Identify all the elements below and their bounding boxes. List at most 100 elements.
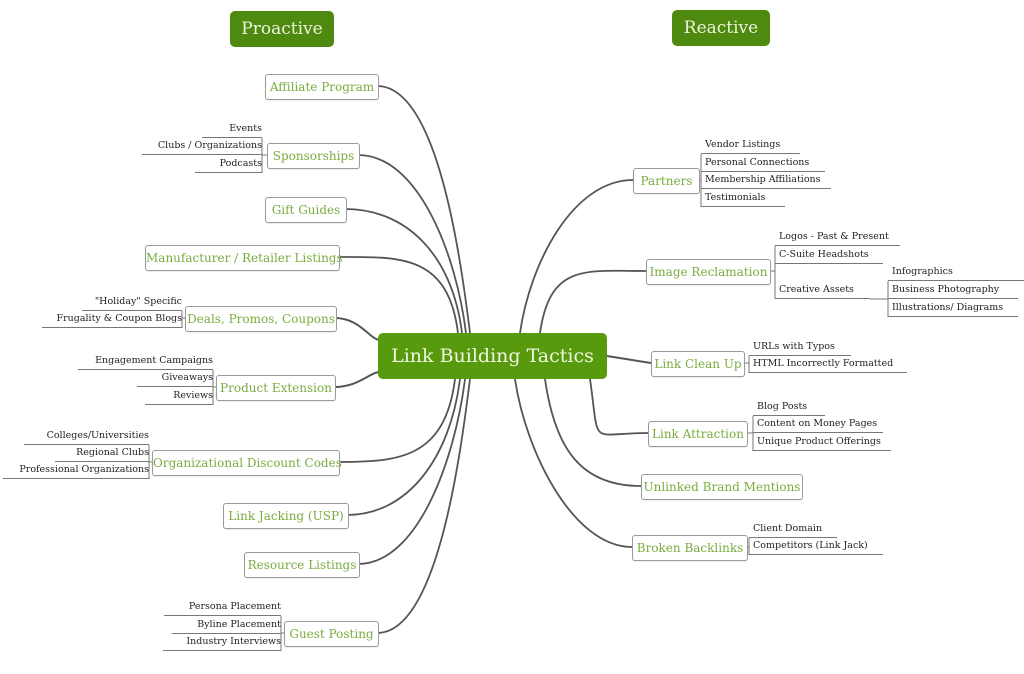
connector [539, 269, 647, 334]
branch-unlinked-brand-mentions[interactable]: Unlinked Brand Mentions [641, 474, 803, 500]
leaf-label: Infographics [892, 266, 953, 277]
branch-gift-guides[interactable]: Gift Guides [265, 197, 347, 223]
leaf-unique-product-offerings[interactable]: Unique Product Offerings [753, 434, 895, 451]
leaf-label: Professional Organizations [19, 464, 149, 475]
leaf-label: Reviews [173, 390, 213, 401]
leaf-business-photography[interactable]: Business Photography [888, 282, 1022, 299]
leaf-label: "Holiday" Specific [94, 296, 182, 307]
leaf-underline [775, 263, 883, 264]
leaf-logos-past-present[interactable]: Logos - Past & Present [775, 229, 904, 246]
leaf-underline [82, 310, 182, 311]
leaf-persona-placement[interactable]: Persona Placement [164, 599, 285, 616]
leaf-underline [137, 386, 213, 387]
leaf-giveaways[interactable]: Giveaways [137, 370, 217, 387]
leaf-label: Industry Interviews [186, 636, 281, 647]
branch-image-reclamation[interactable]: Image Reclamation [646, 259, 771, 285]
leaf-html-incorrectly-formatted[interactable]: HTML Incorrectly Formatted [749, 356, 911, 373]
leaf-frugality-coupon-blogs[interactable]: Frugality & Coupon Blogs [42, 311, 186, 328]
connector [544, 378, 642, 487]
leaf-byline-placement[interactable]: Byline Placement [172, 617, 285, 634]
leaf-c-suite-headshots[interactable]: C-Suite Headshots [775, 247, 887, 264]
leaf-label: Engagement Campaigns [95, 355, 213, 366]
leaf-urls-with-typos[interactable]: URLs with Typos [749, 339, 855, 356]
leaf-underline [142, 154, 262, 155]
connector [606, 355, 652, 364]
leaf-testimonials[interactable]: Testimonials [701, 190, 789, 207]
branch-affiliate-program[interactable]: Affiliate Program [265, 74, 379, 100]
proactive-header: Proactive [230, 11, 334, 47]
connector [346, 378, 461, 516]
leaf-label: Blog Posts [757, 401, 808, 412]
leaf-personal-connections[interactable]: Personal Connections [701, 155, 829, 172]
leaf-label: Frugality & Coupon Blogs [56, 313, 183, 324]
connector [337, 256, 459, 334]
leaf-events[interactable]: Events [202, 121, 266, 138]
leaf-label: Regional Clubs [76, 447, 149, 458]
central-topic[interactable]: Link Building Tactics [378, 333, 607, 379]
leaf-underline [202, 137, 262, 138]
leaf-label: HTML Incorrectly Formatted [753, 358, 894, 369]
branch-link-jacking-usp[interactable]: Link Jacking (USP) [223, 503, 349, 529]
leaf-underline [42, 327, 182, 328]
leaf-underline [775, 298, 870, 299]
leaf-colleges-universities[interactable]: Colleges/Universities [24, 428, 153, 445]
leaf-label: Client Domain [753, 523, 823, 534]
leaf-reviews[interactable]: Reviews [145, 388, 217, 405]
leaf-podcasts[interactable]: Podcasts [195, 156, 266, 173]
leaf-competitors-link-jack[interactable]: Competitors (Link Jack) [749, 538, 887, 555]
leaf-regional-clubs[interactable]: Regional Clubs [55, 445, 153, 462]
connector [337, 378, 456, 463]
leaf-label: URLs with Typos [753, 341, 835, 352]
branch-organizational-discount-codes[interactable]: Organizational Discount Codes [152, 450, 342, 476]
connector [334, 317, 381, 341]
branch-broken-backlinks[interactable]: Broken Backlinks [632, 535, 748, 561]
leaf-underline [3, 478, 149, 479]
connector [519, 179, 634, 334]
leaf-label: Illustrations/ Diagrams [892, 302, 1004, 313]
connector [344, 208, 463, 334]
branch-link-attraction[interactable]: Link Attraction [648, 421, 748, 447]
leaf-illustrations-diagrams[interactable]: Illustrations/ Diagrams [888, 300, 1022, 317]
leaf-underline [78, 369, 213, 370]
branch-sponsorships[interactable]: Sponsorships [267, 143, 360, 169]
branch-partners[interactable]: Partners [633, 168, 700, 194]
leaf-label: Logos - Past & Present [779, 231, 889, 242]
leaf-underline [701, 153, 800, 154]
branch-resource-listings[interactable]: Resource Listings [244, 552, 360, 578]
leaf-label: Clubs / Organizations [157, 140, 262, 151]
connector [357, 378, 466, 565]
leaf-clubs-organizations[interactable]: Clubs / Organizations [142, 138, 266, 155]
leaf-infographics[interactable]: Infographics [888, 264, 1024, 281]
branch-manufacturer-retailer-listings[interactable]: Manufacturer / Retailer Listings [145, 245, 343, 271]
leaf-engagement-campaigns[interactable]: Engagement Campaigns [78, 353, 217, 370]
leaf-underline [701, 206, 785, 207]
branch-link-clean-up[interactable]: Link Clean Up [651, 351, 745, 377]
leaf-underline [775, 245, 900, 246]
leaf-underline [888, 298, 1018, 299]
branch-deals-promos-coupons[interactable]: Deals, Promos, Coupons [185, 306, 337, 332]
branch-guest-posting[interactable]: Guest Posting [284, 621, 379, 647]
leaf-underline [195, 172, 262, 173]
leaf-label: Giveaways [161, 372, 213, 383]
leaf-underline [163, 650, 281, 651]
leaf-membership-affiliations[interactable]: Membership Affiliations [701, 172, 835, 189]
connector [589, 378, 649, 436]
leaf-client-domain[interactable]: Client Domain [749, 521, 841, 538]
leaf-vendor-listings[interactable]: Vendor Listings [701, 137, 804, 154]
leaf-professional-organizations[interactable]: Professional Organizations [3, 462, 153, 479]
leaf-content-on-money-pages[interactable]: Content on Money Pages [753, 416, 887, 433]
connector [357, 154, 467, 334]
leaf-label: Podcasts [219, 158, 262, 169]
leaf-label: Competitors (Link Jack) [753, 540, 868, 551]
leaf-underline [749, 554, 883, 555]
leaf-industry-interviews[interactable]: Industry Interviews [163, 634, 285, 651]
branch-product-extension[interactable]: Product Extension [216, 375, 336, 401]
leaf-creative-assets[interactable]: Creative Assets [775, 282, 874, 299]
leaf-label: Membership Affiliations [705, 174, 821, 185]
leaf-underline [145, 404, 213, 405]
leaf-holiday-specific[interactable]: "Holiday" Specific [82, 294, 186, 311]
leaf-blog-posts[interactable]: Blog Posts [753, 399, 829, 416]
leaf-underline [749, 537, 837, 538]
leaf-underline [749, 372, 907, 373]
